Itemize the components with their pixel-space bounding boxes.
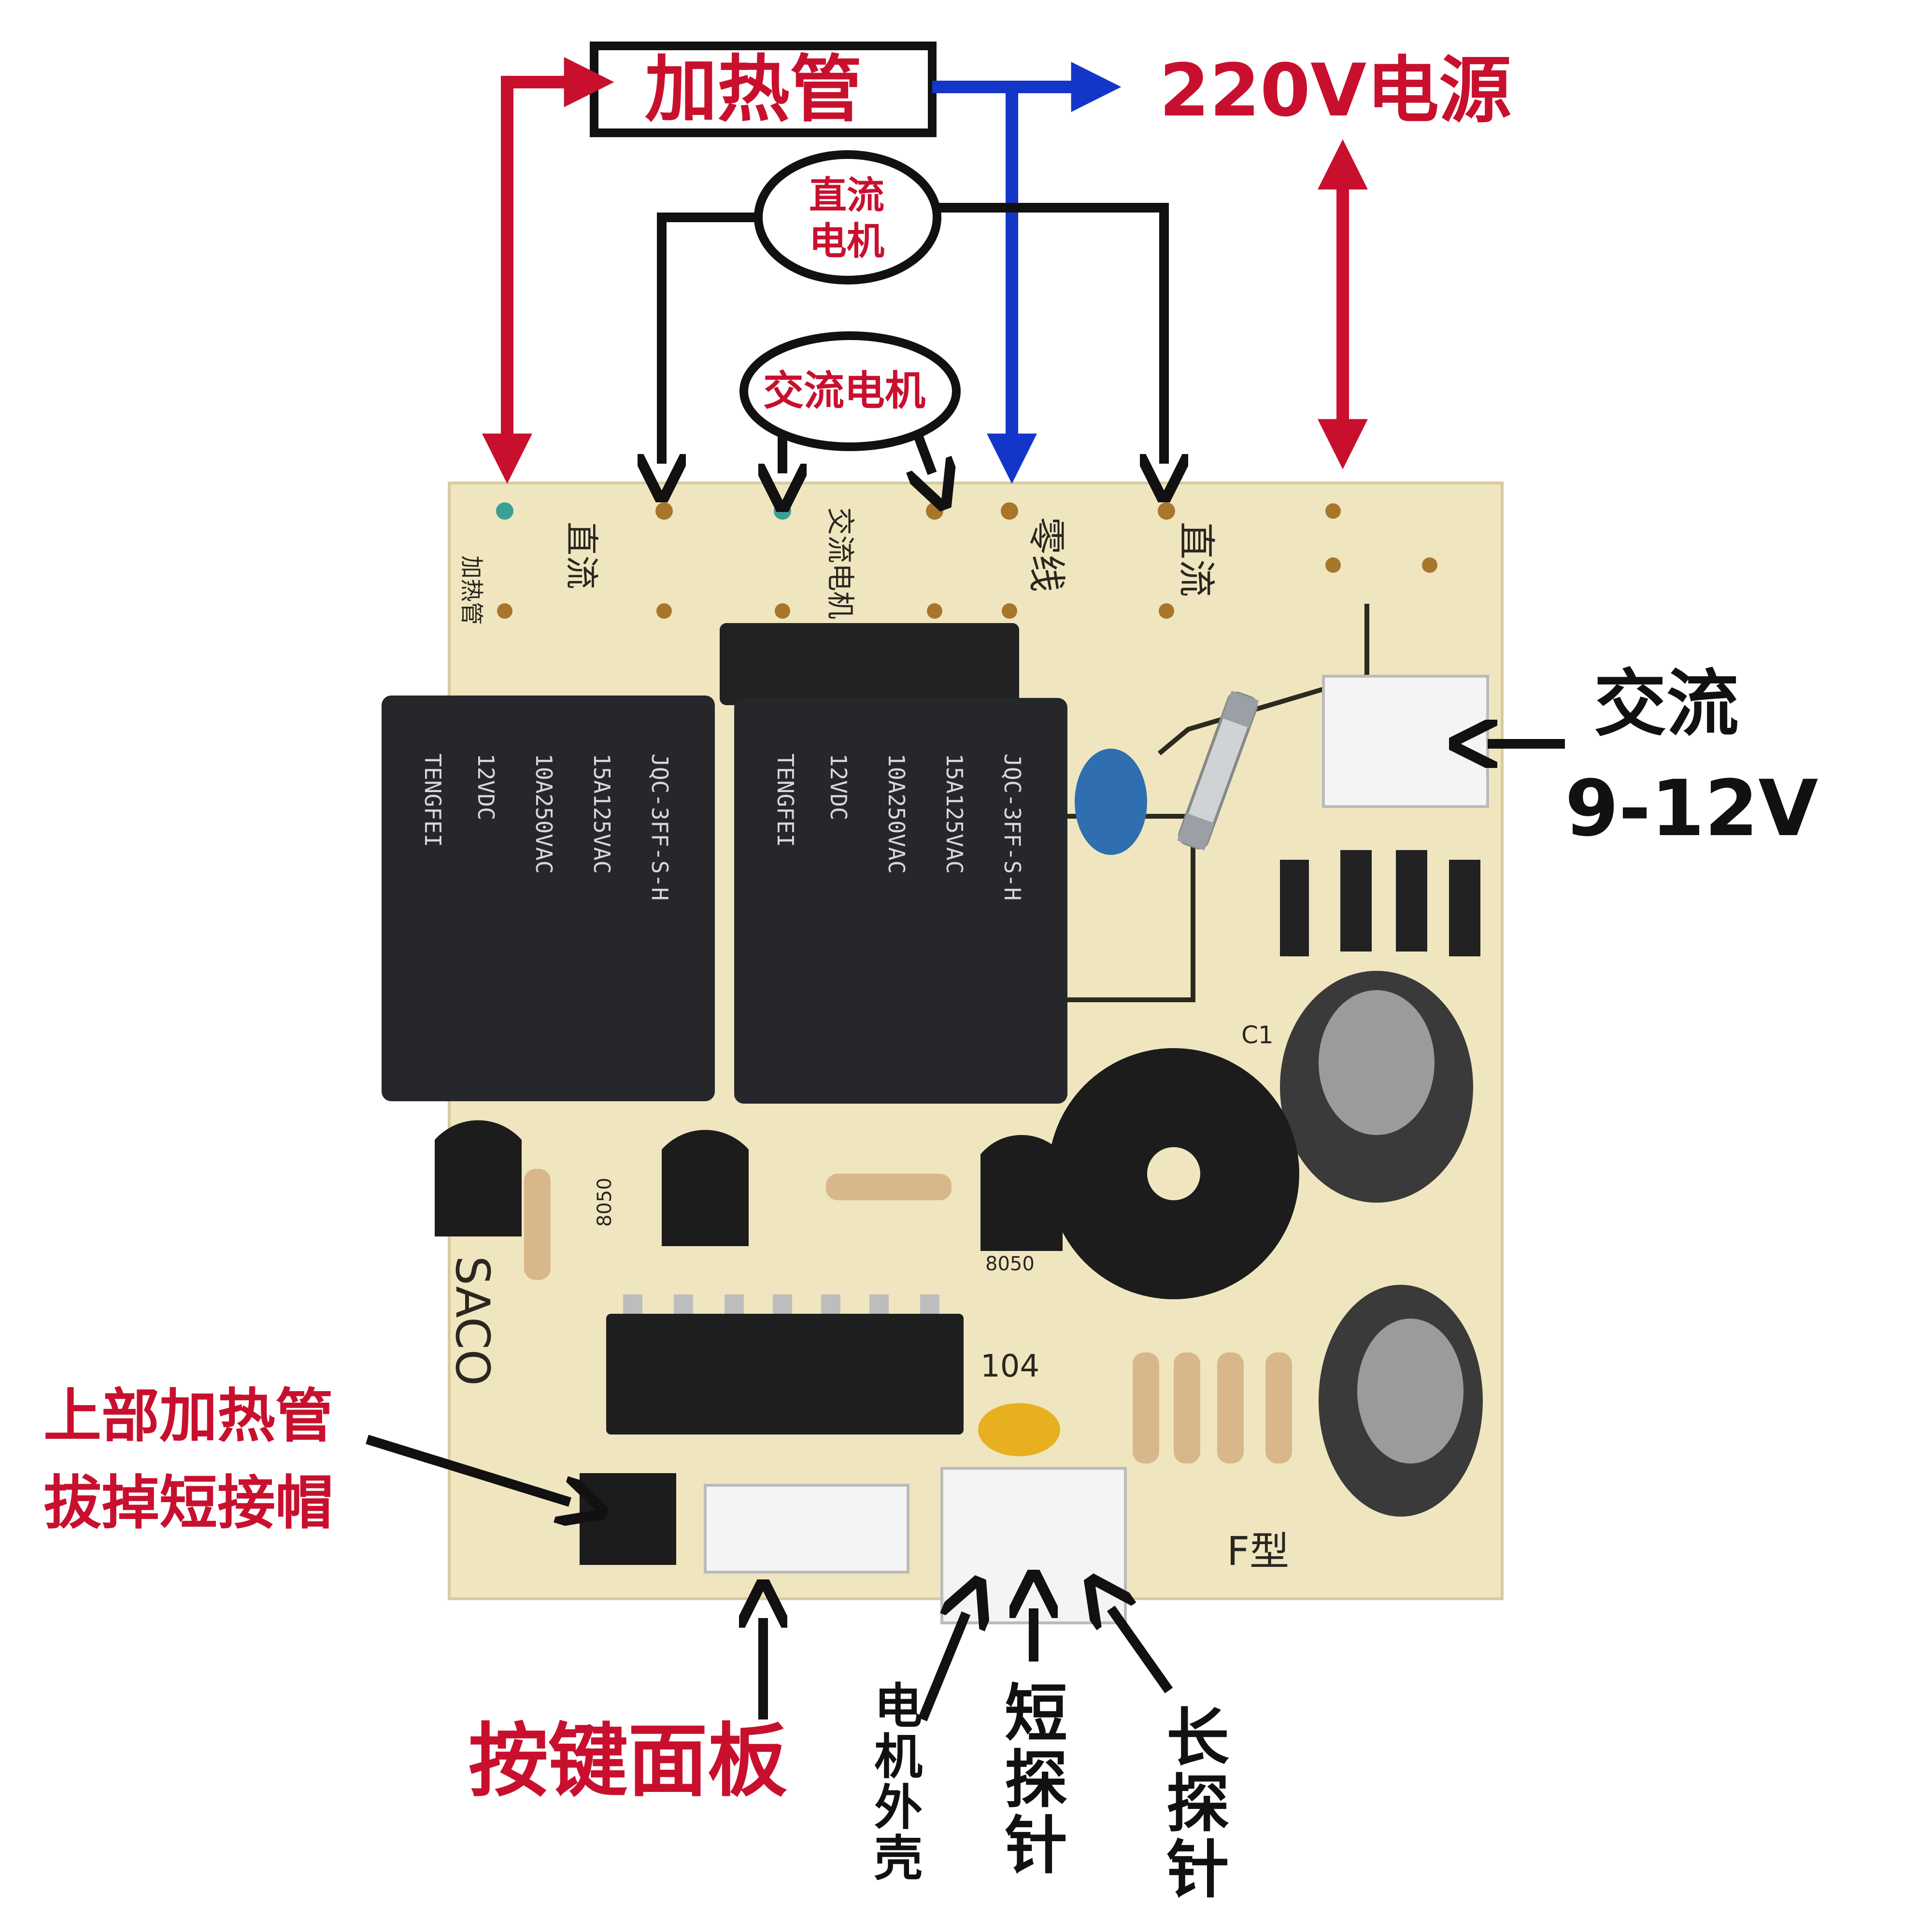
relay-left: TENGFEI 12VDC 10A250VAC 15A125VAC JQC-3F…	[382, 696, 715, 1101]
silkscreen: 加热管 直流 交流电机 零线 直流 SACO F型 104 8050 8050 …	[445, 507, 1289, 1575]
ac-input-label-1: 交流	[1594, 662, 1739, 746]
relay-right-spec-2: 10A250VAC	[883, 753, 909, 874]
upper-heater-label-1: 上部加热管	[43, 1383, 333, 1450]
silk-cap-104: 104	[980, 1349, 1039, 1384]
motor-shell-arrow	[918, 1613, 966, 1721]
relay-right-spec-1: 12VDC	[825, 753, 852, 820]
relay-left-spec-1: 12VDC	[473, 753, 499, 820]
buzzer	[1048, 1048, 1299, 1299]
relay-right-brand: TENGFEI	[772, 753, 798, 847]
dc-motor-label-1: 直流	[809, 174, 885, 217]
silk-model: F型	[1227, 1529, 1289, 1575]
ac-motor-wire-right	[918, 433, 932, 473]
transistors	[435, 1120, 1063, 1251]
probe-connector	[940, 1467, 1127, 1624]
silk-dc-right: 直流	[1174, 522, 1218, 597]
silk-ac-motor: 交流电机	[824, 507, 857, 619]
red-wire-heater	[482, 57, 614, 484]
power-label: 220V电源	[1159, 49, 1512, 133]
relay-right-spec-4: JQC-3FF-S-H	[999, 753, 1025, 901]
electrolytic-capacitors	[1280, 971, 1483, 1517]
fuse	[1177, 690, 1259, 851]
ac-motor-label: 交流电机	[763, 367, 926, 414]
diodes	[1280, 850, 1480, 956]
silk-saco: SACO	[445, 1256, 499, 1386]
upper-heater-label-2: 拔掉短接帽	[43, 1470, 333, 1537]
silk-c1: C1	[1241, 1021, 1274, 1049]
long-probe-arrow	[1111, 1608, 1173, 1693]
silk-neutral: 零线	[1024, 517, 1068, 592]
ac-motor-ellipse	[739, 331, 961, 451]
dc-motor-wire-right	[937, 203, 1164, 464]
terminal-holes	[496, 502, 1437, 619]
ac-input-connector	[1322, 675, 1489, 808]
relay-left-spec-3: 15A125VAC	[589, 753, 615, 874]
silk-dc-left: 直流	[562, 522, 601, 589]
relay-left-spec-4: JQC-3FF-S-H	[647, 753, 673, 901]
relay-right: TENGFEI 12VDC 10A250VAC 15A125VAC JQC-3F…	[720, 623, 1067, 1104]
relay-left-spec-2: 10A250VAC	[531, 753, 557, 874]
blue-capacitor	[1075, 749, 1147, 855]
relay-left-brand: TENGFEI	[420, 753, 446, 847]
key-panel-connector	[704, 1484, 909, 1574]
motor-shell-label: 电机外壳	[874, 1678, 923, 1887]
silk-8050-b: 8050	[985, 1253, 1035, 1275]
yellow-capacitor	[978, 1403, 1060, 1456]
ic-chip	[606, 1294, 964, 1435]
heater-label: 加热管	[645, 48, 863, 132]
pcb-trace	[1157, 604, 1369, 755]
silk-heater: 加热管	[458, 555, 485, 625]
silk-8050-a: 8050	[594, 1178, 616, 1227]
short-probe-label: 短探针	[1004, 1677, 1067, 1882]
resistors	[524, 1169, 1292, 1463]
jumper-header	[580, 1473, 676, 1565]
long-probe-label: 长探针	[1166, 1701, 1229, 1906]
ac-input-label-2: 9-12V	[1565, 763, 1818, 853]
dc-motor-label-2: 电机	[809, 220, 885, 263]
key-panel-label: 按键面板	[469, 1715, 787, 1807]
dc-motor-wire-left	[662, 213, 758, 464]
jumper-arrow	[366, 1435, 570, 1502]
relay-right-spec-3: 15A125VAC	[941, 753, 967, 874]
